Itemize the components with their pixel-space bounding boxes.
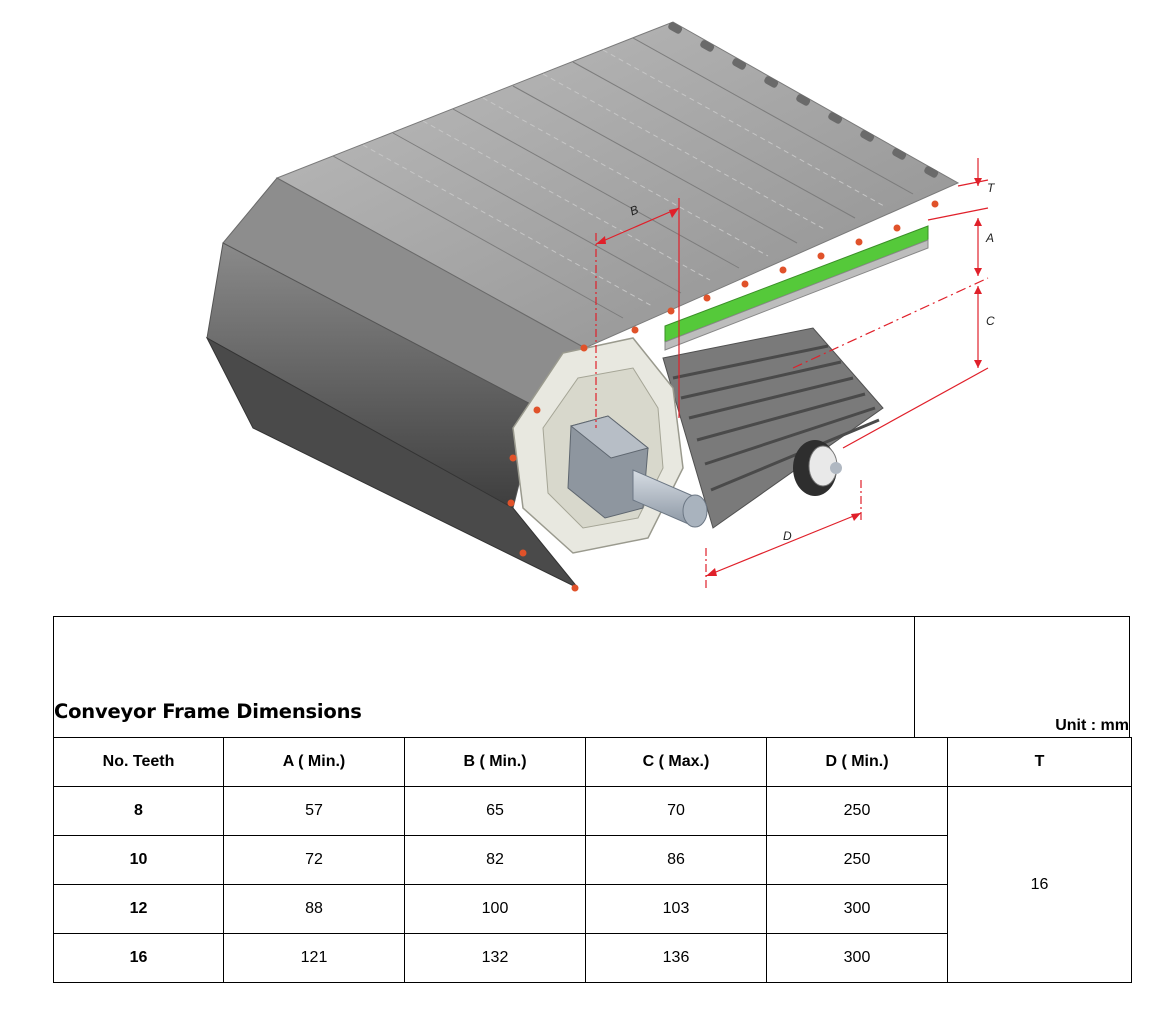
return-belt-ribs — [672, 344, 880, 492]
cell-b: 82 — [404, 835, 586, 885]
roller-shaft-icon — [830, 462, 842, 474]
header-a: A ( Min.) — [223, 737, 405, 787]
cell-teeth: 8 — [53, 786, 224, 836]
cell-c: 70 — [585, 786, 767, 836]
cell-a: 57 — [223, 786, 405, 836]
page-title: Conveyor Frame Dimensions — [54, 700, 362, 723]
cell-t: 16 — [947, 786, 1132, 983]
square-shaft-top — [569, 415, 650, 459]
belt-edge-teeth — [668, 22, 939, 178]
dimension-arrows — [596, 178, 982, 576]
table-header-box — [53, 616, 1130, 737]
wear-strip-base — [664, 239, 929, 351]
cell-a: 121 — [223, 933, 405, 983]
cell-a: 88 — [223, 884, 405, 934]
return-belt — [662, 327, 884, 529]
dimension-label-t: T — [987, 181, 996, 195]
belt-pins — [507, 200, 939, 592]
cell-teeth: 12 — [53, 884, 224, 934]
header-b: B ( Min.) — [404, 737, 586, 787]
header-divider — [914, 616, 915, 737]
header-c: C ( Max.) — [585, 737, 767, 787]
cell-b: 65 — [404, 786, 586, 836]
header-t: T — [947, 737, 1132, 787]
belt-link-lines — [332, 37, 914, 319]
unit-label: Unit : mm — [1055, 717, 1129, 734]
cell-teeth: 16 — [53, 933, 224, 983]
cell-teeth: 10 — [53, 835, 224, 885]
conveyor-illustration: B T A C D — [193, 8, 1011, 600]
cell-c: 103 — [585, 884, 767, 934]
cell-d: 250 — [766, 835, 948, 885]
dimension-label-a: A — [985, 231, 994, 245]
cell-c: 86 — [585, 835, 767, 885]
dimension-label-c: C — [986, 314, 995, 328]
table-row: 8 57 65 70 250 16 — [53, 786, 1132, 983]
belt-rib-lines — [362, 49, 885, 307]
table-row: 10 72 82 86 250 — [53, 835, 1132, 885]
cell-b: 132 — [404, 933, 586, 983]
dimension-label-d: D — [783, 529, 792, 543]
cell-d: 250 — [766, 786, 948, 836]
conveyor-drawing: B T A C D — [205, 21, 996, 592]
table-header-row: No. Teeth A ( Min.) B ( Min.) C ( Max.) … — [53, 737, 1132, 787]
header-d: D ( Min.) — [766, 737, 948, 787]
cell-d: 300 — [766, 933, 948, 983]
cell-b: 100 — [404, 884, 586, 934]
header-no-teeth: No. Teeth — [53, 737, 224, 787]
cell-c: 136 — [585, 933, 767, 983]
dimensions-table: No. Teeth A ( Min.) B ( Min.) C ( Max.) … — [53, 737, 1132, 983]
table-row: 16 121 132 136 300 — [53, 933, 1132, 983]
shaft-end-icon — [682, 494, 708, 528]
cell-a: 72 — [223, 835, 405, 885]
cell-d: 300 — [766, 884, 948, 934]
